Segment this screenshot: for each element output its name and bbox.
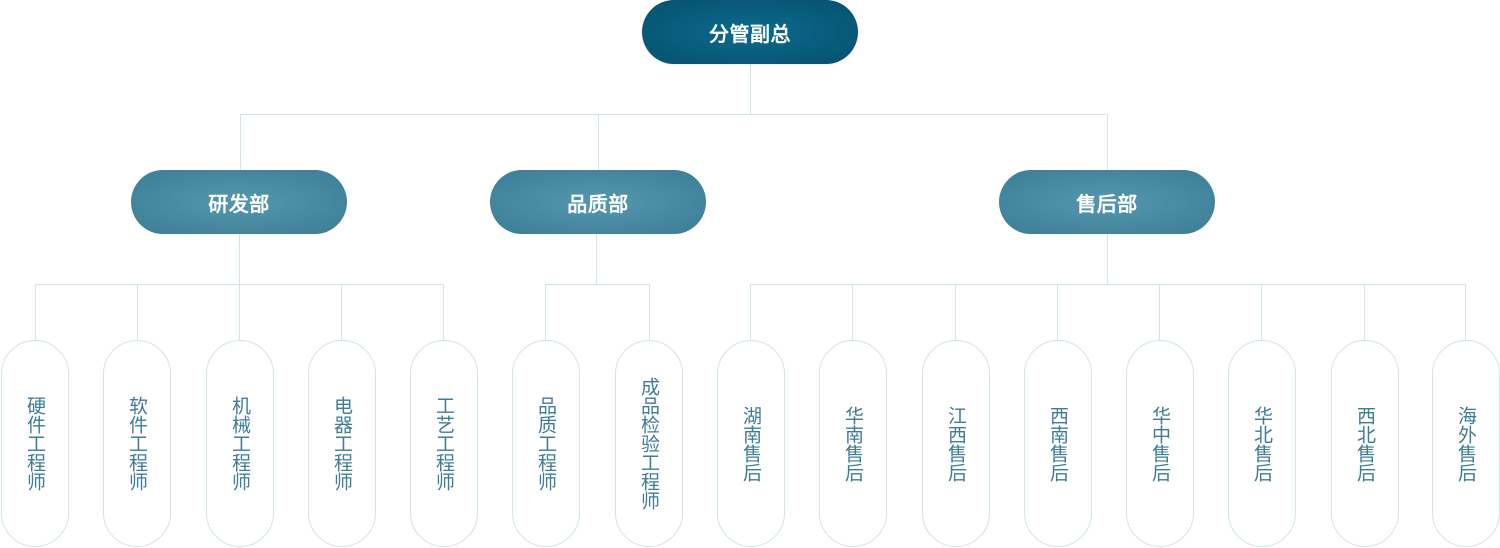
leaf-label: 西北售后 [1354,405,1376,482]
leaf-label: 西南售后 [1047,405,1069,482]
leaf-node: 西北售后 [1331,340,1399,547]
leaf-node: 成品检验工程师 [615,340,683,547]
dept-label: 品质部 [567,191,629,216]
leaf-label: 机械工程师 [229,396,251,491]
leaf-node: 江西售后 [922,340,990,547]
leaf-node: 华北售后 [1228,340,1296,547]
leaf-node: 机械工程师 [206,340,274,547]
root-node-vice-president: 分管副总 [642,0,858,64]
dept-label: 售后部 [1076,191,1138,216]
leaf-label: 湖南售后 [740,405,762,482]
dept-node-rnd: 研发部 [131,170,347,234]
root-label: 分管副总 [709,21,791,46]
leaf-label: 华北售后 [1251,405,1273,482]
leaf-label: 品质工程师 [535,396,557,491]
leaf-label: 华中售后 [1149,405,1171,482]
leaf-node: 湖南售后 [717,340,785,547]
leaf-node: 华中售后 [1126,340,1194,547]
dept-label: 研发部 [208,191,270,216]
dept-node-after-sales: 售后部 [999,170,1215,234]
leaf-label: 海外售后 [1455,405,1477,482]
leaf-node: 电器工程师 [308,340,376,547]
leaf-node: 华南售后 [819,340,887,547]
leaf-label: 成品检验工程师 [638,377,660,510]
leaf-node: 海外售后 [1432,340,1500,547]
leaf-node: 工艺工程师 [410,340,478,547]
leaf-node: 软件工程师 [103,340,171,547]
leaf-label: 电器工程师 [331,396,353,491]
leaf-label: 工艺工程师 [433,396,455,491]
leaf-label: 华南售后 [842,405,864,482]
leaf-label: 硬件工程师 [24,396,46,491]
leaf-node: 西南售后 [1024,340,1092,547]
leaf-node: 品质工程师 [512,340,580,547]
leaf-label: 软件工程师 [126,396,148,491]
leaf-node: 硬件工程师 [1,340,69,547]
dept-node-quality: 品质部 [490,170,706,234]
leaf-label: 江西售后 [945,405,967,482]
